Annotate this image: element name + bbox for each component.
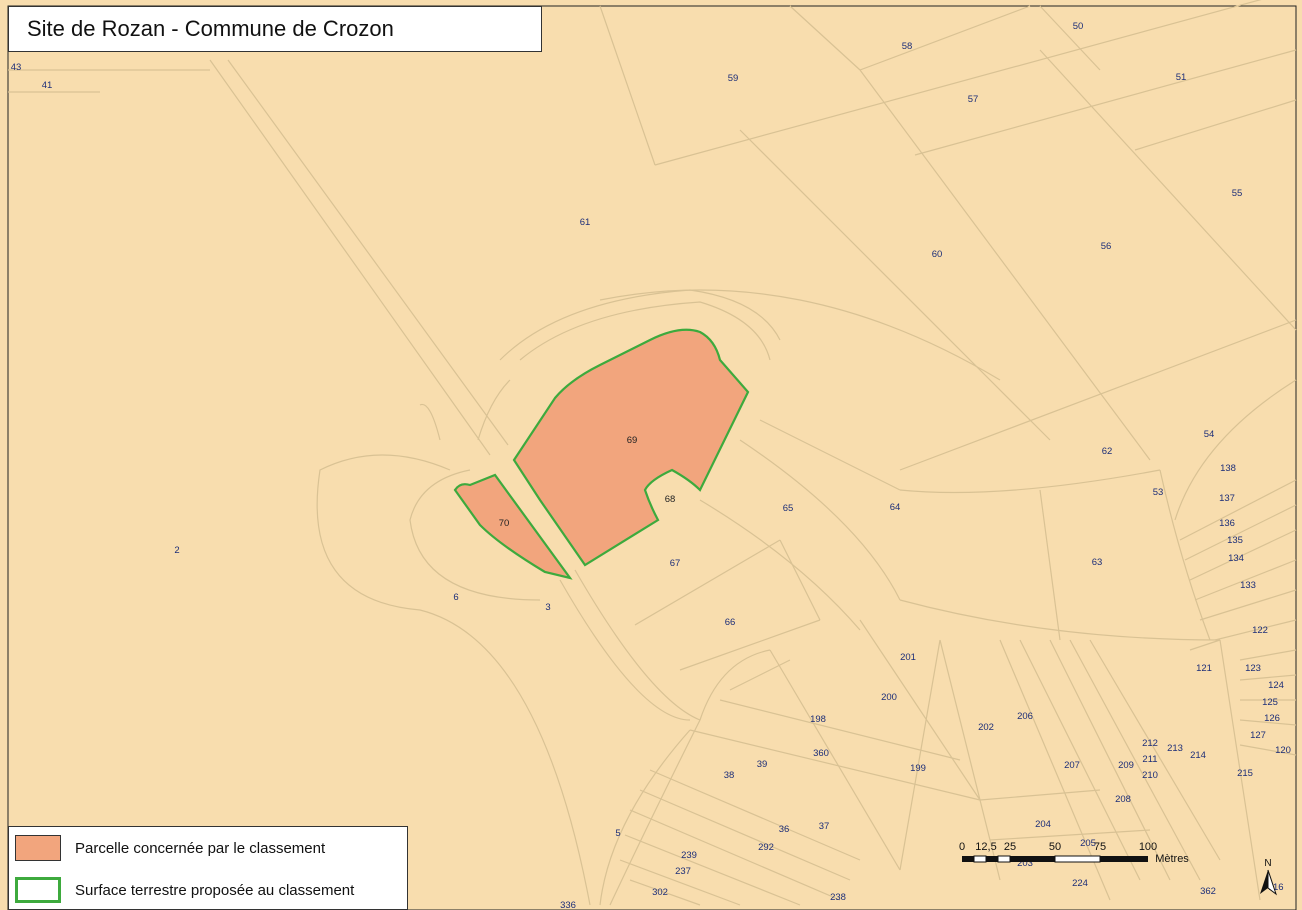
parcel-label-215: 215 — [1237, 768, 1253, 779]
legend-item-surface: Surface terrestre proposée au classement — [15, 877, 354, 903]
parcel-70-area[interactable] — [453, 473, 573, 580]
classified-parcels — [453, 328, 750, 580]
parcel-label-69: 69 — [627, 435, 638, 446]
parcel-label-239: 239 — [681, 850, 697, 861]
parcel-label-336: 336 — [560, 900, 576, 910]
parcel-label-302: 302 — [652, 887, 668, 898]
north-arrow-icon: N — [1260, 858, 1277, 896]
north-label: N — [1264, 858, 1271, 869]
parcel-label-63: 63 — [1092, 557, 1103, 568]
parcel-label-203: 203 — [1017, 858, 1033, 869]
legend: Parcelle concernée par le classement Sur… — [8, 826, 408, 910]
parcel-label-127: 127 — [1250, 730, 1266, 741]
parcel-label-38: 38 — [724, 770, 735, 781]
parcel-label-138: 138 — [1220, 463, 1236, 474]
parcel-label-206: 206 — [1017, 711, 1033, 722]
parcel-label-41: 41 — [42, 80, 53, 91]
parcel-label-204: 204 — [1035, 819, 1051, 830]
legend-swatch-parcel — [15, 835, 61, 861]
parcel-label-122: 122 — [1252, 625, 1268, 636]
legend-label-surface: Surface terrestre proposée au classement — [75, 881, 355, 899]
parcel-label-67: 67 — [670, 558, 681, 569]
map-title-text: Site de Rozan - Commune de Crozon — [27, 16, 394, 41]
parcel-label-212: 212 — [1142, 738, 1158, 749]
parcel-label-213: 213 — [1167, 743, 1183, 754]
parcel-label-136: 136 — [1219, 518, 1235, 529]
parcel-label-116: 116 — [1268, 882, 1283, 893]
parcel-label-211: 211 — [1142, 754, 1157, 765]
parcel-label-362: 362 — [1200, 886, 1216, 897]
parcel-label-202: 202 — [978, 722, 994, 733]
parcel-label-66: 66 — [725, 617, 736, 628]
parcel-label-2: 2 — [174, 545, 179, 556]
parcel-label-51: 51 — [1176, 72, 1187, 83]
parcel-label-137: 137 — [1219, 493, 1235, 504]
parcel-label-50: 50 — [1073, 21, 1084, 32]
scale-tick-12-5: 12,5 — [975, 841, 996, 853]
parcel-label-68: 68 — [665, 494, 676, 505]
parcel-label-121: 121 — [1196, 663, 1212, 674]
parcel-label-238: 238 — [830, 892, 846, 903]
parcel-label-55: 55 — [1232, 188, 1243, 199]
parcel-label-39: 39 — [757, 759, 768, 770]
parcel-label-237: 237 — [675, 866, 691, 877]
parcel-label-70: 70 — [499, 518, 510, 529]
parcel-label-59: 59 — [728, 73, 739, 84]
parcel-label-135: 135 — [1227, 535, 1243, 546]
parcel-label-210: 210 — [1142, 770, 1158, 781]
parcel-label-57: 57 — [968, 94, 979, 105]
parcel-label-6: 6 — [453, 592, 458, 603]
parcel-label-36: 36 — [779, 824, 790, 835]
parcel-label-65: 65 — [783, 503, 794, 514]
parcel-label-37: 37 — [819, 821, 830, 832]
parcel-label-208: 208 — [1115, 794, 1131, 805]
scale-tick-25: 25 — [1004, 841, 1016, 853]
parcel-label-209: 209 — [1118, 760, 1134, 771]
parcel-label-201: 201 — [900, 652, 916, 663]
parcel-label-64: 64 — [890, 502, 901, 513]
scale-bar: 0 12,5 25 50 75 100 Mètres — [959, 841, 1189, 865]
parcel-label-224: 224 — [1072, 878, 1088, 889]
parcel-label-58: 58 — [902, 41, 913, 52]
parcel-label-120: 120 — [1275, 745, 1291, 756]
parcel-label-199: 199 — [910, 763, 926, 774]
parcel-label-200: 200 — [881, 692, 897, 703]
scale-tick-0: 0 — [959, 841, 965, 853]
parcel-label-43: 43 — [11, 62, 22, 73]
legend-label-parcel: Parcelle concernée par le classement — [75, 839, 326, 857]
parcel-label-292: 292 — [758, 842, 774, 853]
parcel-label-3: 3 — [545, 602, 550, 613]
parcel-label-133: 133 — [1240, 580, 1256, 591]
parcel-label-54: 54 — [1204, 429, 1215, 440]
parcel-label-360: 360 — [813, 748, 829, 759]
parcel-label-125: 125 — [1262, 697, 1278, 708]
parcel-label-56: 56 — [1101, 241, 1112, 252]
parcel-label-61: 61 — [580, 217, 591, 228]
parcel-label-198: 198 — [810, 714, 826, 725]
scale-unit: Mètres — [1155, 853, 1189, 865]
map-frame — [7, 5, 1297, 910]
parcel-69-area[interactable] — [512, 328, 750, 567]
map-title: Site de Rozan - Commune de Crozon — [8, 6, 542, 52]
parcel-label-53: 53 — [1153, 487, 1164, 498]
parcel-label-123: 123 — [1245, 663, 1261, 674]
parcel-label-207: 207 — [1064, 760, 1080, 771]
parcel-label-124: 124 — [1268, 680, 1284, 691]
parcel-label-214: 214 — [1190, 750, 1206, 761]
parcel-label-205: 205 — [1080, 838, 1096, 849]
parcel-label-134: 134 — [1228, 553, 1244, 564]
parcel-label-60: 60 — [932, 249, 943, 260]
parcel-label-62: 62 — [1102, 446, 1113, 457]
parcel-label-5: 5 — [615, 828, 620, 839]
scale-tick-75: 75 — [1094, 841, 1106, 853]
scale-tick-50: 50 — [1049, 841, 1061, 853]
legend-swatch-surface — [15, 877, 61, 903]
legend-item-parcel: Parcelle concernée par le classement — [15, 835, 325, 861]
parcel-label-126: 126 — [1264, 713, 1280, 724]
scale-tick-100: 100 — [1139, 841, 1157, 853]
